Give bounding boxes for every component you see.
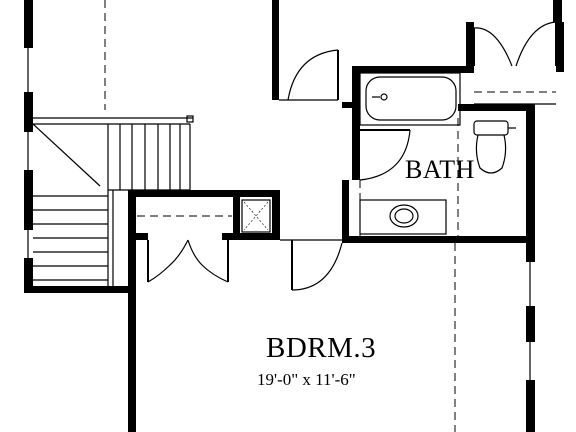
closet-doors xyxy=(147,239,229,283)
bath-label: BATH xyxy=(405,155,475,184)
bedroom-door xyxy=(280,239,343,291)
bathtub xyxy=(359,72,461,126)
left-exterior-wall xyxy=(24,0,33,290)
bedroom-dimensions: 19'-0" x 11'-6" xyxy=(257,370,356,389)
bath-door xyxy=(359,129,411,181)
toilet xyxy=(473,120,516,174)
linen-closet xyxy=(241,199,271,233)
vanity xyxy=(359,199,447,235)
top-right-closet xyxy=(466,21,564,105)
upper-door xyxy=(279,49,339,101)
bedroom-label: BDRM.3 xyxy=(266,332,377,364)
interior-walls xyxy=(24,0,532,432)
staircase xyxy=(32,115,194,290)
right-exterior-wall xyxy=(526,0,562,432)
